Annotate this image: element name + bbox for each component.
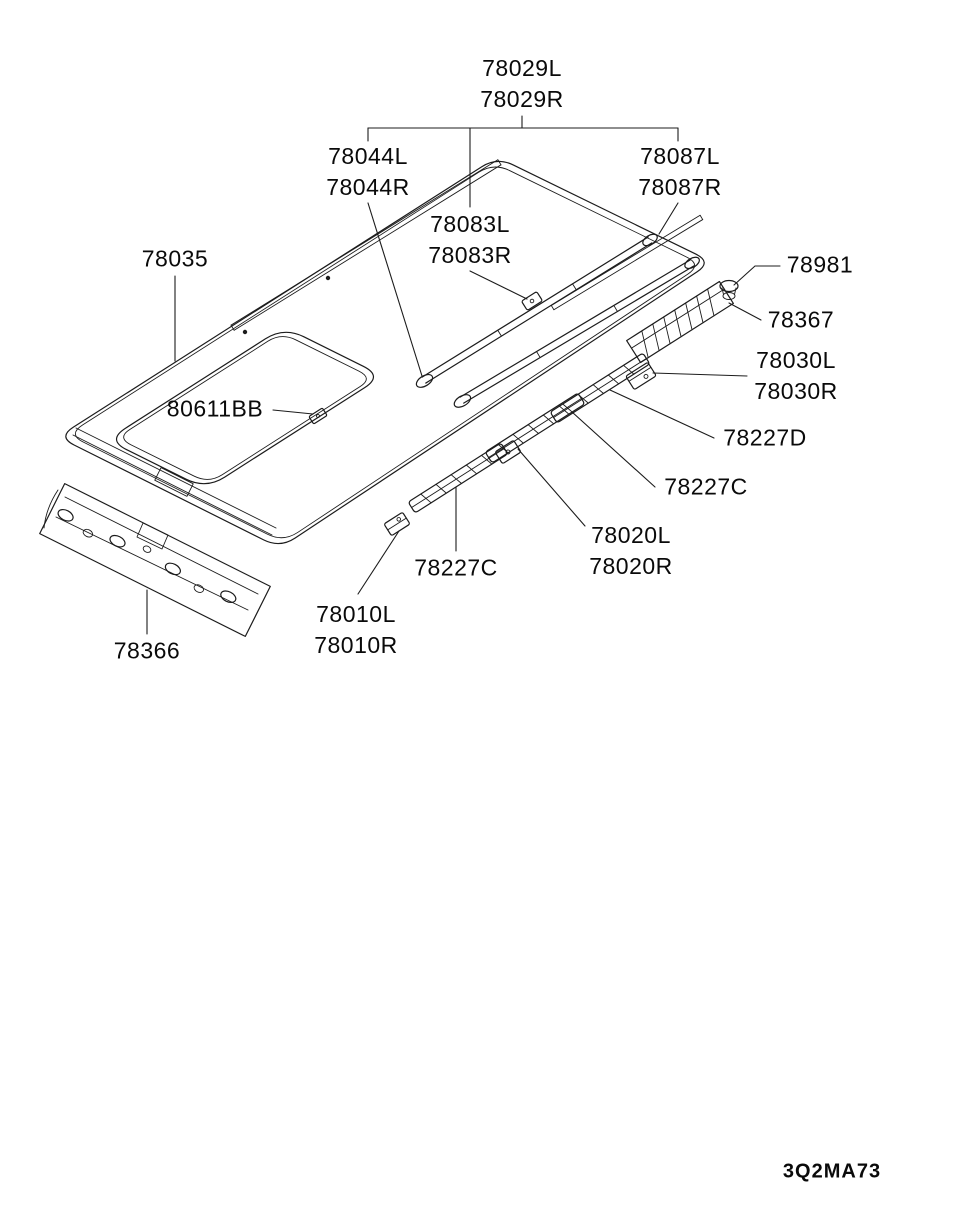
- part-label-78227d: 78227D: [723, 422, 807, 453]
- sunroof-opening: [115, 331, 375, 485]
- roof-panel: [65, 160, 705, 545]
- part-label-80611bb: 80611BB: [167, 393, 263, 424]
- roof-bow-78227c-right: [485, 393, 585, 463]
- part-number: 78087L: [640, 142, 720, 169]
- part-number: 78030R: [754, 378, 838, 404]
- part-number: 78010L: [316, 600, 396, 627]
- crossmember-78367: [626, 280, 734, 364]
- part-label-78044: 78044L 78044R: [326, 141, 410, 203]
- part-label-78227c-left: 78227C: [414, 552, 498, 583]
- part-label-78366: 78366: [114, 635, 180, 666]
- part-number: 78227C: [664, 473, 748, 500]
- roof-rail-right: [453, 256, 700, 408]
- part-label-78083: 78083L 78083R: [428, 209, 512, 271]
- part-label-78030: 78030L 78030R: [754, 345, 838, 407]
- header-panel-78366: [39, 483, 271, 637]
- part-number: 78227D: [723, 424, 807, 451]
- grommet-78981: [719, 279, 739, 300]
- part-number: 78087R: [638, 174, 722, 200]
- part-label-78035: 78035: [142, 243, 208, 274]
- part-number: 78083R: [428, 242, 512, 268]
- part-number: 78227C: [414, 554, 498, 581]
- clip-78010: [384, 512, 410, 536]
- diagram-code: 3Q2MA73: [782, 1160, 882, 1183]
- part-number: 78020L: [591, 521, 671, 548]
- roof-rail-left: [415, 233, 658, 388]
- bracket-78030: [625, 362, 657, 390]
- part-number: 78010R: [314, 632, 398, 658]
- part-number: 78030L: [756, 346, 836, 373]
- part-label-78367: 78367: [768, 304, 834, 335]
- part-number: 80611BB: [166, 395, 264, 422]
- part-number: 78083L: [430, 210, 510, 237]
- clip-80611bb: [308, 407, 328, 425]
- part-label-78227c-right: 78227C: [664, 471, 748, 502]
- roof-bow-78227d: [550, 353, 650, 423]
- part-number: 78981: [786, 251, 854, 278]
- part-number: 78029R: [480, 86, 564, 112]
- part-number: 78020R: [589, 553, 673, 579]
- part-label-78020: 78020L 78020R: [589, 520, 673, 582]
- roof-bow-78227c-left: [408, 443, 508, 513]
- part-number: 78035: [141, 245, 209, 272]
- part-number: 78029L: [482, 54, 562, 81]
- part-number: 78366: [113, 637, 181, 664]
- part-number: 78367: [767, 306, 835, 333]
- part-label-78981: 78981: [787, 249, 853, 280]
- clip-78020: [495, 440, 521, 464]
- part-number: 78044R: [326, 174, 410, 200]
- part-label-78010: 78010L 78010R: [314, 599, 398, 661]
- drip-molding-left: [230, 159, 502, 331]
- drip-molding-right: [550, 214, 704, 311]
- part-label-78087: 78087L 78087R: [638, 141, 722, 203]
- clip-78083: [521, 291, 543, 311]
- front-edge-notch: [154, 467, 194, 497]
- part-number: 78044L: [328, 142, 408, 169]
- part-label-78029: 78029L 78029R: [480, 53, 564, 115]
- leader-lines: [146, 115, 781, 635]
